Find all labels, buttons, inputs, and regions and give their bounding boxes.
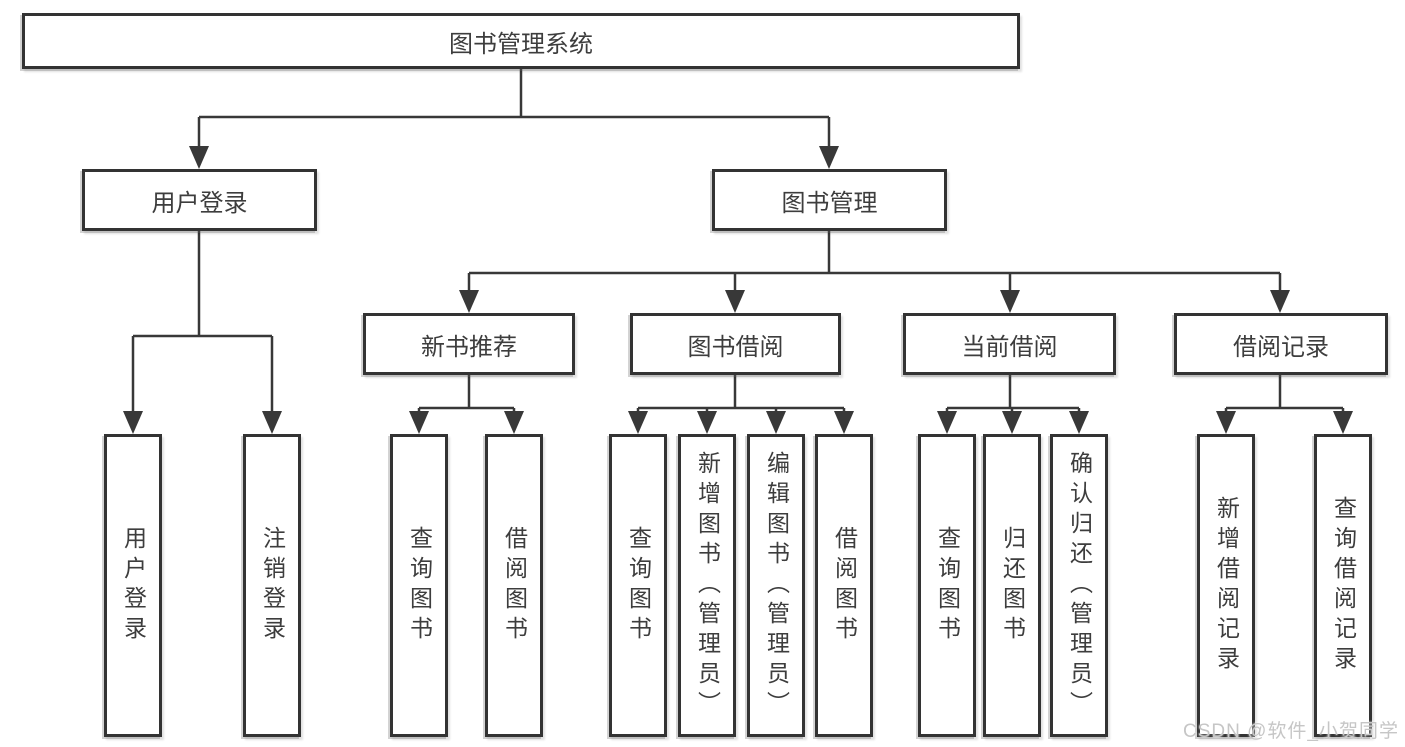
leaf-nb-query-books: 查询图书 [390, 434, 448, 737]
node-user-login: 用户登录 [82, 169, 317, 231]
leaf-cb-query-books: 查询图书 [918, 434, 976, 737]
leaf-br-query-record: 查询借阅记录 [1314, 434, 1372, 737]
leaf-bb-query-books: 查询图书 [609, 434, 667, 737]
node-book-borrowing: 图书借阅 [630, 313, 841, 375]
leaf-bb-edit-books-admin: 编辑图书（管理员） [747, 434, 805, 737]
node-new-book-recommend-label: 新书推荐 [421, 333, 517, 361]
node-user-login-label: 用户登录 [151, 189, 248, 217]
leaf-nb-borrow-books: 借阅图书 [485, 434, 543, 737]
node-book-borrowing-label: 图书借阅 [687, 333, 784, 361]
leaf-br-add-record: 新增借阅记录 [1197, 434, 1255, 737]
watermark: CSDN @软件_小贺同学 [1183, 721, 1399, 742]
node-book-management-label: 图书管理 [781, 189, 878, 217]
node-current-borrowing: 当前借阅 [903, 313, 1116, 375]
leaf-cb-return-books: 归还图书 [983, 434, 1041, 737]
node-current-borrowing-label: 当前借阅 [961, 333, 1058, 361]
node-root-label: 图书管理系统 [449, 30, 593, 58]
leaf-cb-confirm-return-admin: 确认归还（管理员） [1050, 434, 1108, 737]
node-root: 图书管理系统 [22, 13, 1020, 69]
node-book-management: 图书管理 [712, 169, 947, 231]
leaf-bb-add-books-admin: 新增图书（管理员） [678, 434, 736, 737]
node-new-book-recommend: 新书推荐 [363, 313, 575, 375]
leaf-user-login: 用户登录 [104, 434, 162, 737]
node-borrowing-records: 借阅记录 [1174, 313, 1388, 375]
leaf-logout: 注销登录 [243, 434, 301, 737]
leaf-bb-borrow-books: 借阅图书 [815, 434, 873, 737]
node-borrowing-records-label: 借阅记录 [1233, 333, 1329, 361]
